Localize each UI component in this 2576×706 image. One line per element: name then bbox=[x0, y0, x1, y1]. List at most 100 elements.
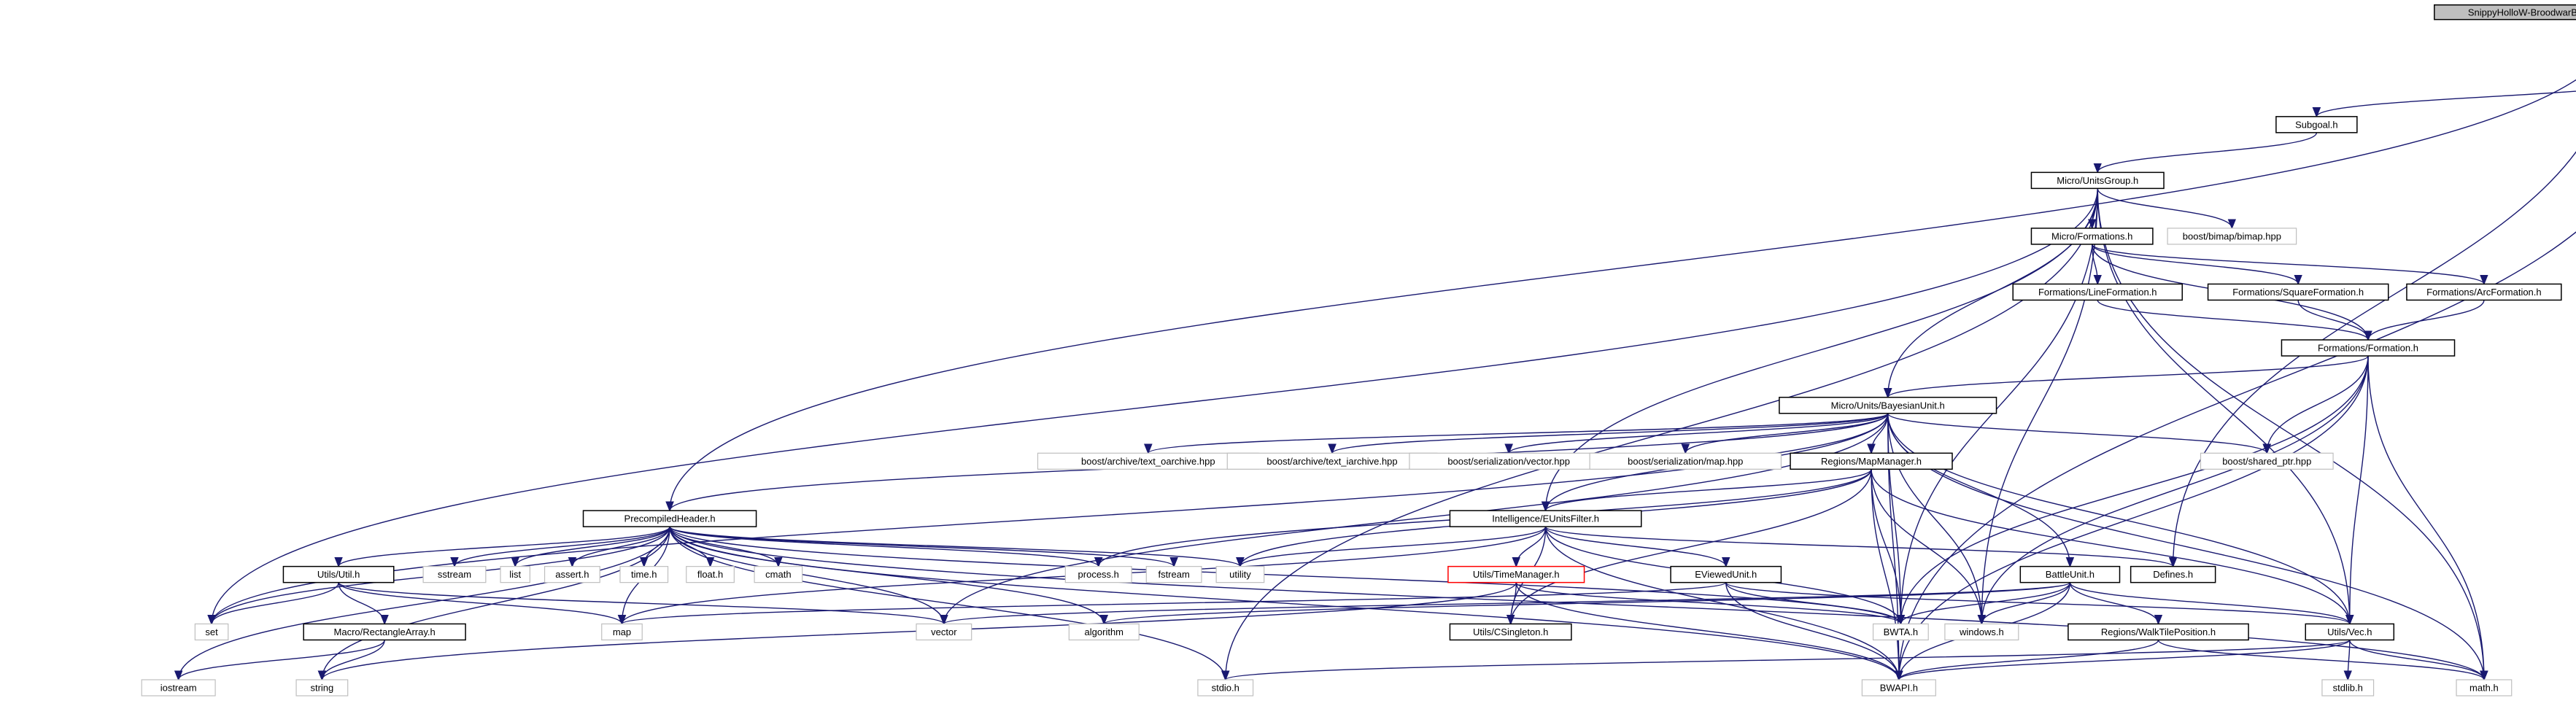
edge-eunitsfilter-to-utility bbox=[1240, 526, 1547, 567]
node-box bbox=[1861, 679, 1936, 697]
node-csingleton[interactable]: Utils/CSingleton.h bbox=[1449, 623, 1572, 641]
node-rectanglearray[interactable]: Macro/RectangleArray.h bbox=[303, 623, 466, 641]
node-unitsgroup[interactable]: Micro/UnitsGroup.h bbox=[2030, 171, 2165, 190]
node-label: Intelligence/EUnitsFilter.h bbox=[1492, 513, 1599, 524]
edge-util-to-vector bbox=[338, 582, 944, 625]
node-list: list bbox=[500, 566, 530, 583]
edge-bayesianunit-to-vector bbox=[944, 413, 1889, 624]
node-eunitsfilter[interactable]: Intelligence/EUnitsFilter.h bbox=[1449, 510, 1642, 527]
node-eviewedunit[interactable]: EViewedUnit.h bbox=[1670, 565, 1782, 583]
node-box bbox=[544, 566, 600, 583]
node-box bbox=[194, 623, 229, 641]
edges-layer bbox=[179, 79, 2576, 680]
node-box bbox=[422, 566, 487, 583]
edge-findsubgoal-to-subgoal bbox=[2316, 90, 2576, 117]
node-box bbox=[1447, 565, 1585, 583]
edge-formations-to-arcformation bbox=[2091, 244, 2484, 285]
node-label: EViewedUnit.h bbox=[1695, 569, 1757, 580]
node-vec[interactable]: Utils/Vec.h bbox=[2305, 623, 2395, 641]
edge-arcformation-to-formation bbox=[2368, 300, 2485, 341]
node-text_iarchive: boost/archive/text_iarchive.hpp bbox=[1226, 452, 1438, 470]
edge-lineformation-to-formation bbox=[2097, 300, 2368, 341]
node-label: BWTA.h bbox=[1884, 627, 1918, 637]
node-box bbox=[2012, 283, 2184, 301]
node-fstream: fstream bbox=[1145, 566, 1202, 583]
node-util[interactable]: Utils/Util.h bbox=[282, 565, 395, 583]
node-box bbox=[1779, 397, 1997, 414]
node-root[interactable]: SnippyHolloW-BroodwarBotQ-f01ab56/src/Mi… bbox=[2434, 4, 2576, 20]
node-subgoal[interactable]: Subgoal.h bbox=[2275, 116, 2358, 133]
node-walktile[interactable]: Regions/WalkTilePosition.h bbox=[2068, 623, 2249, 641]
edge-bayesianunit-to-shared_ptr bbox=[1887, 413, 2267, 454]
node-float: float.h bbox=[686, 566, 735, 583]
edge-eunitsfilter-to-eviewedunit bbox=[1544, 526, 1726, 567]
node-windows: windows.h bbox=[1944, 623, 2019, 641]
edge-eunitsfilter-to-defines bbox=[1544, 526, 2173, 567]
node-box bbox=[141, 679, 216, 697]
node-label: BWAPI.h bbox=[1880, 682, 1918, 693]
edge-battleunit-to-vector bbox=[944, 582, 2071, 625]
node-battleunit[interactable]: BattleUnit.h bbox=[2019, 565, 2121, 583]
node-bimap: boost/bimap/bimap.hpp bbox=[2167, 228, 2297, 245]
node-formations[interactable]: Micro/Formations.h bbox=[2030, 228, 2154, 245]
node-box bbox=[1145, 566, 1202, 583]
node-label: Micro/Units/BayesianUnit.h bbox=[1831, 400, 1945, 411]
edge-unitsgroup-to-windows bbox=[1981, 188, 2098, 624]
edge-subgoal-to-unitsgroup bbox=[2097, 132, 2318, 173]
edge-formation-to-bwta bbox=[1900, 355, 2369, 624]
edge-precompiled-to-util bbox=[339, 526, 670, 567]
node-label: set bbox=[205, 627, 218, 637]
node-box bbox=[2275, 116, 2358, 133]
node-box bbox=[295, 679, 349, 697]
node-box bbox=[754, 566, 803, 583]
node-label: map bbox=[613, 627, 631, 637]
node-box bbox=[282, 565, 395, 583]
node-label: Defines.h bbox=[2153, 569, 2193, 580]
node-label: boost/serialization/map.hpp bbox=[1628, 456, 1743, 467]
edge-bayesianunit-to-text_oarchive bbox=[1148, 413, 1889, 454]
node-timemanager[interactable]: Utils/TimeManager.h bbox=[1447, 565, 1585, 583]
node-label: BattleUnit.h bbox=[2046, 569, 2095, 580]
edge-formation-to-vec bbox=[2350, 355, 2369, 624]
edge-formation-to-bayesianunit bbox=[1888, 355, 2369, 398]
node-box bbox=[619, 566, 669, 583]
edge-precompiled-to-fstream bbox=[669, 526, 1174, 567]
node-box bbox=[2030, 228, 2154, 245]
edge-eunitsfilter-to-bwapi bbox=[1544, 527, 1899, 680]
node-arcformation[interactable]: Formations/ArcFormation.h bbox=[2406, 283, 2562, 301]
node-box bbox=[2019, 565, 2121, 583]
node-label: fstream bbox=[1158, 569, 1189, 580]
node-box bbox=[1197, 679, 1254, 697]
edge-root-to-defines bbox=[2173, 151, 2576, 567]
edge-bayesianunit-to-ser_map bbox=[1685, 413, 1889, 454]
node-label: boost/serialization/vector.hpp bbox=[1447, 456, 1570, 467]
edge-walktile-to-math bbox=[2157, 640, 2483, 680]
node-cmath: cmath bbox=[754, 566, 803, 583]
node-label: boost/shared_ptr.hpp bbox=[2222, 456, 2311, 467]
node-label: Formations/SquareFormation.h bbox=[2232, 287, 2364, 298]
edge-bayesianunit-to-ser_vector bbox=[1509, 413, 1889, 454]
edge-formations-to-lineformation bbox=[2091, 244, 2098, 284]
node-defines[interactable]: Defines.h bbox=[2130, 565, 2216, 583]
node-sstream: sstream bbox=[422, 566, 487, 583]
node-lineformation[interactable]: Formations/LineFormation.h bbox=[2012, 283, 2184, 301]
node-box bbox=[2406, 283, 2562, 301]
edge-util-to-map bbox=[338, 582, 622, 624]
node-formation[interactable]: Formations/Formation.h bbox=[2281, 339, 2456, 357]
node-bayesianunit[interactable]: Micro/Units/BayesianUnit.h bbox=[1779, 397, 1997, 414]
edge-vec-to-stdio bbox=[1226, 639, 2351, 680]
node-box bbox=[2167, 228, 2297, 245]
node-label: boost/archive/text_oarchive.hpp bbox=[1081, 456, 1215, 467]
node-box bbox=[2068, 623, 2249, 641]
node-precompiled[interactable]: PrecompiledHeader.h bbox=[582, 510, 757, 527]
node-box bbox=[2200, 452, 2334, 470]
node-box bbox=[686, 566, 735, 583]
node-squareformation[interactable]: Formations/SquareFormation.h bbox=[2207, 283, 2389, 301]
node-time: time.h bbox=[619, 566, 669, 583]
node-label: string bbox=[310, 682, 333, 693]
node-box bbox=[582, 510, 757, 527]
node-label: Formations/LineFormation.h bbox=[2038, 287, 2157, 298]
edge-util-to-set bbox=[212, 582, 339, 624]
node-mapmanager[interactable]: Regions/MapManager.h bbox=[1790, 452, 1953, 470]
